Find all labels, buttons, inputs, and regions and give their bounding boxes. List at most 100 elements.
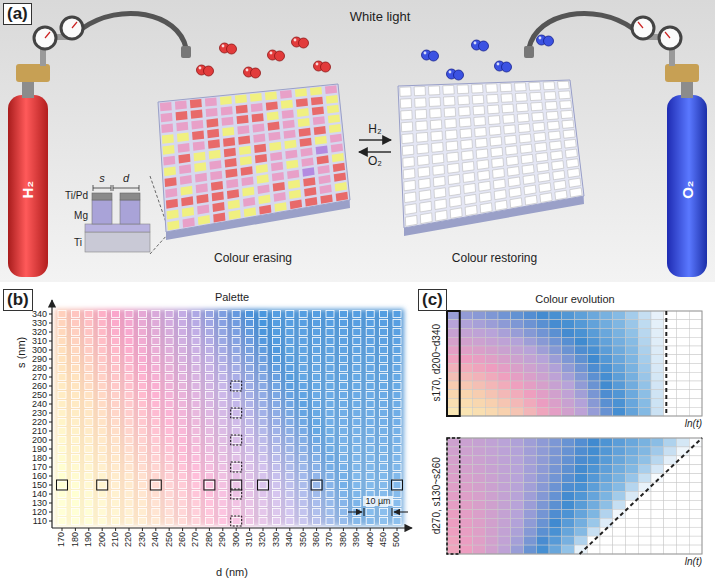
tick-label: 240 (32, 400, 47, 409)
tick-label: 270 (192, 532, 201, 547)
tick-label: 220 (32, 418, 47, 427)
reaction-arrow (359, 151, 391, 152)
light-label: White light (350, 10, 411, 25)
scale-bar (348, 508, 408, 516)
axis-title: ln(t) (685, 418, 702, 430)
hose (529, 13, 632, 48)
axis-title: d (nm) (216, 566, 248, 579)
gas-molecule (268, 50, 285, 61)
gas-molecule (220, 43, 237, 54)
edge-label: O₂ (368, 155, 382, 169)
tick-label: 280 (32, 364, 47, 373)
tick-label: 390 (352, 532, 361, 547)
palette-glow (55, 309, 404, 526)
tick-label: 300 (32, 346, 47, 355)
tick-label: 380 (339, 532, 348, 547)
tick-label: 400 (366, 532, 375, 547)
gas-molecule (244, 67, 261, 78)
tick-label: 310 (32, 337, 47, 346)
gauge-needle (45, 32, 50, 38)
tick-label: 230 (32, 409, 47, 418)
pressure-gauge (34, 27, 56, 49)
tick-label: 300 (232, 532, 241, 547)
tick-label: 450 (379, 532, 388, 547)
tick-label: 240 (151, 532, 160, 547)
hose (83, 13, 186, 48)
edge-label: H₂ (368, 123, 381, 137)
gas-molecule (292, 37, 309, 48)
tick-label: 110 (33, 517, 47, 526)
board-caption: Colour restoring (452, 252, 537, 266)
tick-label: 190 (32, 445, 47, 454)
tick-label: 150 (32, 481, 47, 490)
tick-label: 320 (32, 328, 47, 337)
pixel-grid (400, 81, 582, 226)
evolution-map-top (447, 311, 702, 416)
panel-label: (b) (3, 289, 33, 311)
gas-label: H₂ (19, 181, 36, 199)
tick-label: 170 (58, 532, 67, 547)
board-illustration (148, 72, 358, 272)
nozzle (524, 46, 534, 58)
board-node: Colour restoring (392, 72, 597, 272)
axis-title: ln(t) (685, 556, 702, 568)
layer-stack-inset (85, 176, 168, 254)
cylinder-body (667, 95, 707, 277)
tick-label: 200 (32, 436, 47, 445)
layer-label: Mg (74, 210, 88, 222)
tick-label: 290 (32, 355, 47, 364)
panel-label: (a) (3, 3, 32, 25)
tick-label: 330 (32, 319, 47, 328)
tick-label: 140 (32, 490, 47, 499)
tick-label: 320 (259, 532, 268, 547)
tick-label: 270 (32, 373, 47, 382)
palette-axes (49, 300, 412, 531)
gas-label: O₂ (678, 181, 695, 199)
tick-label: 280 (205, 532, 214, 547)
nozzle (181, 46, 191, 58)
tick-label: 200 (98, 532, 107, 547)
gas-molecule (447, 69, 464, 80)
axis-title: d270, s130~s260 (431, 457, 443, 534)
scale-label: 10 µm (363, 496, 392, 506)
gas-molecule (314, 61, 331, 72)
tick-label: 170 (32, 463, 47, 472)
valve (665, 64, 699, 82)
tick-label: 250 (32, 391, 47, 400)
pressure-gauge (632, 17, 654, 39)
tick-label: 370 (326, 532, 335, 547)
selected-cells (57, 381, 403, 526)
gas-molecule (472, 40, 489, 51)
gas-cylinder (524, 13, 707, 277)
gauge-needle (638, 22, 643, 28)
dimension-label: s (99, 172, 105, 185)
axis-title: s170, d200~d340 (431, 324, 443, 402)
tick-label: 360 (312, 532, 321, 547)
tick-label: 250 (165, 532, 174, 547)
panel-background (0, 0, 715, 282)
tick-label: 340 (285, 532, 294, 547)
gauge-needle (665, 32, 670, 38)
gas-molecule (422, 50, 439, 61)
board-caption: Colour erasing (214, 252, 292, 266)
board-node: Colour erasing (148, 72, 358, 272)
cylinder-body (8, 95, 48, 277)
board-top (398, 80, 584, 228)
tick-label: 210 (111, 532, 120, 547)
tick-label: 210 (32, 427, 47, 436)
evolution-map-bottom (447, 438, 702, 554)
cylinder-neck (681, 80, 693, 98)
tick-label: 260 (32, 382, 47, 391)
tick-label: 310 (245, 532, 254, 547)
tick-label: 500 (393, 532, 402, 547)
tick-label: 130 (32, 499, 47, 508)
tick-label: 190 (84, 532, 93, 547)
tick-label: 180 (32, 454, 47, 463)
gas-molecule (537, 35, 554, 46)
board-illustration (392, 72, 597, 272)
gas-molecule (495, 61, 512, 72)
board-top (158, 84, 350, 232)
reaction-arrow (359, 139, 391, 140)
tick-label: 260 (178, 532, 187, 547)
